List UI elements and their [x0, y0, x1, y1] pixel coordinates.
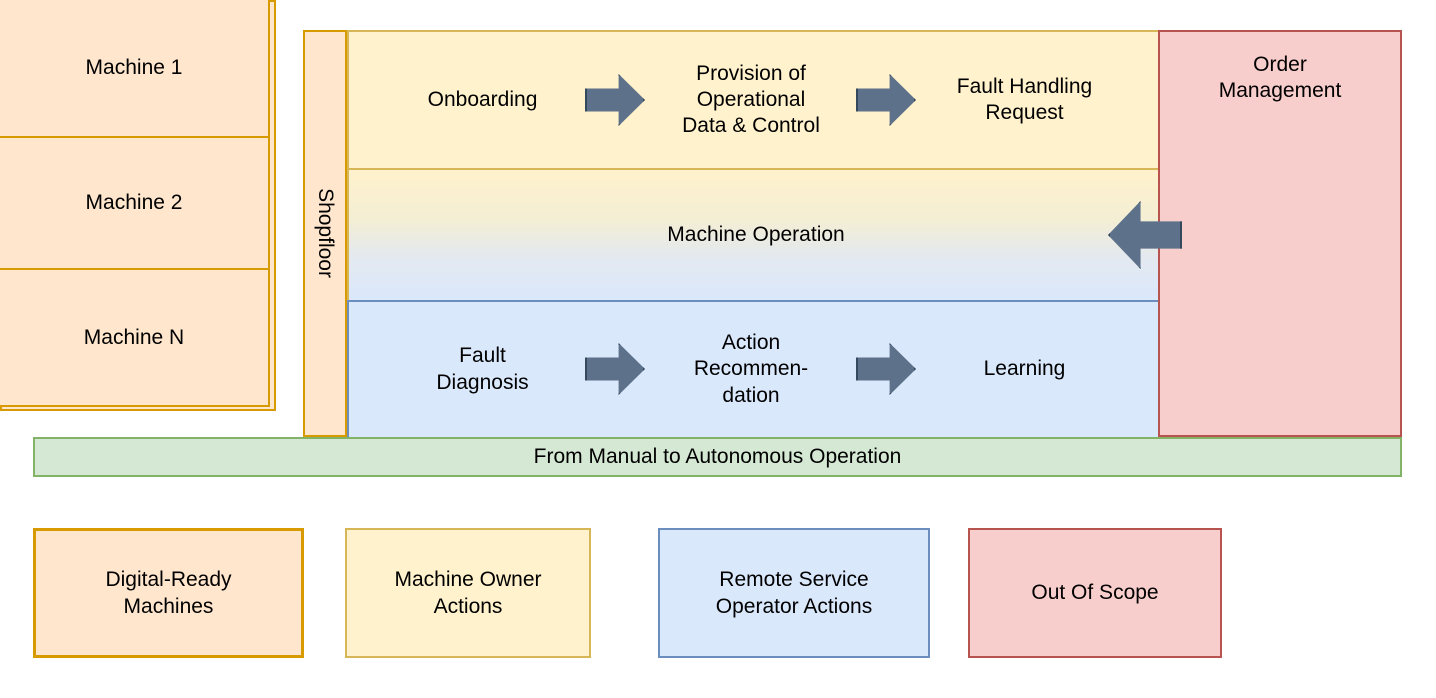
- step-fault-handling-request-label: Fault Handling Request: [956, 74, 1093, 124]
- step-learning-label: Learning: [983, 357, 1066, 381]
- legend-item-remote-service-operator-actions-label: Remote Service Operator Actions: [715, 567, 873, 618]
- machines-column: Machine 1 Machine 2 Machine N: [0, 0, 276, 411]
- machine-cell-n-label: Machine N: [83, 325, 185, 349]
- legend-item-out-of-scope: Out Of Scope: [968, 528, 1222, 658]
- step-action-recommendation: Action Recommen- dation: [616, 300, 888, 439]
- machine-cell-1: Machine 1: [0, 0, 270, 138]
- step-fault-diagnosis-label: Fault Diagnosis: [436, 344, 529, 394]
- legend-item-digital-ready-machines-label: Digital-Ready Machines: [105, 567, 232, 618]
- autonomous-operation-band: From Manual to Autonomous Operation: [33, 437, 1402, 477]
- step-provision-operational-data-label: Provision of Operational Data & Control: [682, 61, 820, 138]
- machine-operation-row: Machine Operation: [347, 168, 1165, 302]
- legend-item-remote-service-operator-actions: Remote Service Operator Actions: [658, 528, 930, 658]
- machine-cell-n: Machine N: [0, 268, 270, 407]
- step-learning: Learning: [886, 300, 1165, 439]
- order-management-label: Order Management: [1218, 53, 1342, 103]
- step-fault-diagnosis: Fault Diagnosis: [347, 300, 618, 439]
- step-action-recommendation-label: Action Recommen- dation: [693, 331, 809, 407]
- machine-operation-label: Machine Operation: [667, 222, 845, 246]
- shopfloor-column: Shopfloor: [303, 30, 347, 437]
- legend-item-machine-owner-actions: Machine Owner Actions: [345, 528, 591, 658]
- legend-item-machine-owner-actions-label: Machine Owner Actions: [394, 567, 542, 618]
- step-provision-operational-data: Provision of Operational Data & Control: [616, 30, 888, 170]
- shopfloor-label: Shopfloor: [314, 188, 338, 279]
- step-fault-handling-request: Fault Handling Request: [886, 30, 1165, 170]
- legend-item-out-of-scope-label: Out Of Scope: [1031, 581, 1159, 605]
- machine-cell-1-label: Machine 1: [85, 56, 183, 79]
- step-onboarding-label: Onboarding: [427, 87, 538, 111]
- step-onboarding: Onboarding: [347, 30, 618, 170]
- autonomous-operation-label: From Manual to Autonomous Operation: [533, 444, 902, 468]
- machine-cell-2-label: Machine 2: [85, 191, 183, 214]
- order-management-box: Order Management: [1158, 30, 1402, 437]
- legend-item-digital-ready-machines: Digital-Ready Machines: [33, 528, 304, 658]
- machine-cell-2: Machine 2: [0, 136, 270, 270]
